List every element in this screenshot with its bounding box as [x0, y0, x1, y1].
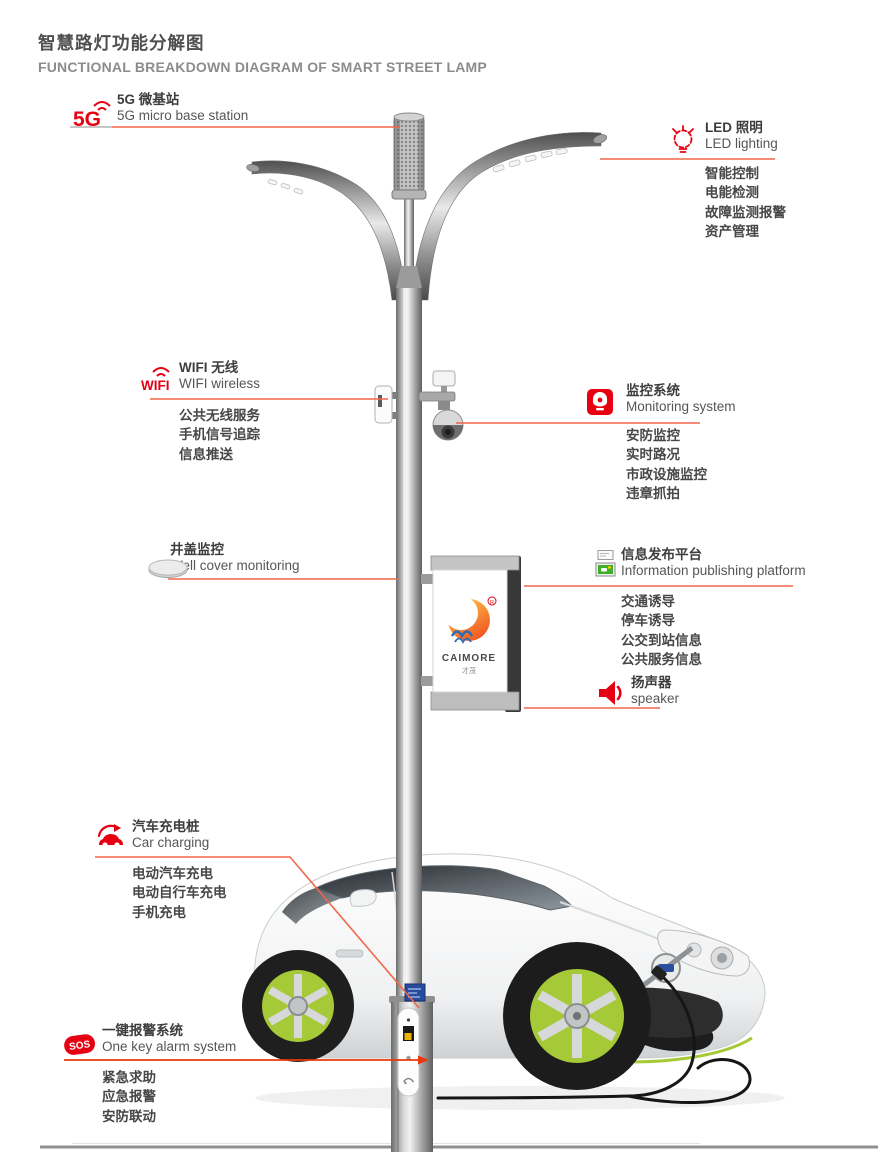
pole	[396, 288, 422, 1004]
leader-sos-arrow	[418, 1055, 429, 1065]
display-screen-icon	[595, 550, 617, 583]
label-5g-base-station: 5G 5G 微基站 5G micro base station	[73, 92, 249, 131]
feature-item: 应急报警	[102, 1089, 156, 1105]
svg-text:5G: 5G	[73, 108, 101, 130]
wifi-unit	[374, 385, 398, 424]
electric-car	[242, 853, 785, 1110]
label-well-cover-monitoring: 井盖监控 Well cover monitoring	[148, 542, 300, 578]
feature-item: 手机充电	[132, 904, 186, 920]
screen-brand-sub: 才茂	[462, 666, 476, 675]
svg-text:R: R	[490, 600, 494, 606]
feature-item: 资产管理	[705, 223, 759, 239]
antenna-5g	[391, 112, 427, 292]
speaker-icon	[597, 679, 627, 712]
label-zh: 井盖监控	[170, 542, 224, 557]
title-zh: 智慧路灯功能分解图	[38, 33, 205, 53]
label-zh: 扬声器	[631, 675, 672, 690]
wifi-signal-icon: WIFI	[141, 363, 183, 398]
led-bulb-icon	[669, 125, 697, 160]
label-zh: 5G 微基站	[117, 92, 180, 107]
ground	[40, 1143, 878, 1149]
display-screen: R CAIMORE 才茂	[421, 555, 521, 712]
feature-item: 智能控制	[705, 166, 759, 181]
feature-list: 紧急求助 应急报警 安防联动	[102, 1068, 156, 1126]
label-en: Monitoring system	[626, 399, 736, 414]
feature-item: 公共无线服务	[179, 408, 260, 423]
label-information-platform: 信息发布平台 Information publishing platform 交…	[595, 547, 806, 667]
5g-signal-icon: 5G	[72, 94, 114, 135]
surveillance-camera-icon	[587, 389, 613, 420]
feature-item: 电能检测	[705, 185, 759, 201]
side-mirror	[349, 889, 377, 907]
lamp-post: R CAIMORE 才茂	[246, 112, 608, 1152]
label-speaker: 扬声器 speaker	[599, 675, 680, 707]
feature-item: 紧急求助	[102, 1070, 156, 1085]
charging-cable	[436, 976, 752, 1105]
leader-lines	[64, 126, 793, 1065]
feature-item: 电动自行车充电	[132, 885, 227, 901]
svg-text:SOS: SOS	[69, 1039, 92, 1053]
feature-list: 安防监控 实时路况 市政设施监控 违章抓拍	[626, 426, 707, 503]
feature-item: 安防监控	[626, 428, 680, 443]
feature-item: 手机信号追踪	[179, 427, 260, 443]
label-zh: 监控系统	[626, 383, 680, 398]
door-handle	[335, 949, 364, 958]
feature-item: 故障监测报警	[705, 204, 786, 220]
label-en: Car charging	[132, 835, 210, 850]
leader-charging	[95, 856, 420, 1009]
label-zh: 信息发布平台	[621, 547, 702, 562]
label-en: speaker	[631, 691, 680, 706]
label-en: 5G micro base station	[117, 108, 249, 123]
label-car-charging: 汽车充电桩 Car charging 电动汽车充电 电动自行车充电 手机充电	[97, 819, 227, 920]
feature-list: 公共无线服务 手机信号追踪 信息推送	[179, 406, 260, 464]
feature-item: 安防联动	[102, 1108, 156, 1124]
led-slots-right	[492, 147, 568, 173]
label-wifi-wireless: WIFI WIFI 无线 WIFI wireless 公共无线服务 手机信号追踪…	[141, 360, 260, 462]
label-monitoring-system: 监控系统 Monitoring system 安防监控 实时路况 市政设施监控 …	[587, 383, 736, 501]
label-en: LED lighting	[705, 136, 778, 151]
label-en: Information publishing platform	[621, 563, 806, 578]
feature-list: 交通诱导 停车诱导 公交到站信息 公共服务信息	[621, 592, 702, 669]
feature-item: 公交到站信息	[621, 632, 702, 648]
label-led-lighting: LED 照明 LED lighting 智能控制 电能检测 故障监测报警 资产管…	[672, 120, 786, 239]
label-zh: 一键报警系统	[102, 1023, 183, 1038]
feature-item: 实时路况	[626, 447, 680, 463]
rear-wheel	[242, 950, 354, 1062]
security-camera	[418, 370, 464, 441]
label-one-key-alarm: SOS 一键报警系统 One key alarm system 紧急求助 应急报…	[64, 1023, 237, 1124]
car-charging-icon	[95, 823, 127, 856]
front-wheel	[503, 942, 651, 1090]
label-en: One key alarm system	[102, 1039, 237, 1054]
title-en: FUNCTIONAL BREAKDOWN DIAGRAM OF SMART ST…	[38, 59, 487, 75]
manhole-cover-icon	[147, 557, 191, 584]
feature-item: 违章抓拍	[626, 485, 680, 501]
feature-item: 公共服务信息	[621, 651, 702, 667]
lamp-arm-right	[411, 132, 602, 301]
feature-list: 智能控制 电能检测 故障监测报警 资产管理	[705, 164, 786, 241]
feature-item: 停车诱导	[621, 613, 675, 629]
feature-item: 市政设施监控	[626, 466, 707, 482]
feature-item: 信息推送	[179, 446, 233, 462]
label-en: Well cover monitoring	[170, 558, 300, 573]
label-zh: WIFI 无线	[179, 360, 239, 375]
feature-item: 交通诱导	[621, 594, 675, 609]
caimore-logo: R CAIMORE 才茂	[442, 596, 497, 675]
feature-list: 电动汽车充电 电动自行车充电 手机充电	[132, 864, 227, 922]
screen-brand-text: CAIMORE	[442, 653, 496, 664]
feature-item: 电动汽车充电	[132, 866, 213, 881]
sos-badge-icon: SOS	[62, 1029, 98, 1064]
led-slots-left	[267, 179, 304, 195]
svg-text:WIFI: WIFI	[141, 378, 170, 393]
label-zh: LED 照明	[705, 120, 763, 135]
base-cabinet	[389, 983, 435, 1152]
label-zh: 汽车充电桩	[132, 819, 200, 834]
label-en: WIFI wireless	[179, 376, 260, 391]
page-title: 智慧路灯功能分解图 FUNCTIONAL BREAKDOWN DIAGRAM O…	[38, 30, 487, 75]
